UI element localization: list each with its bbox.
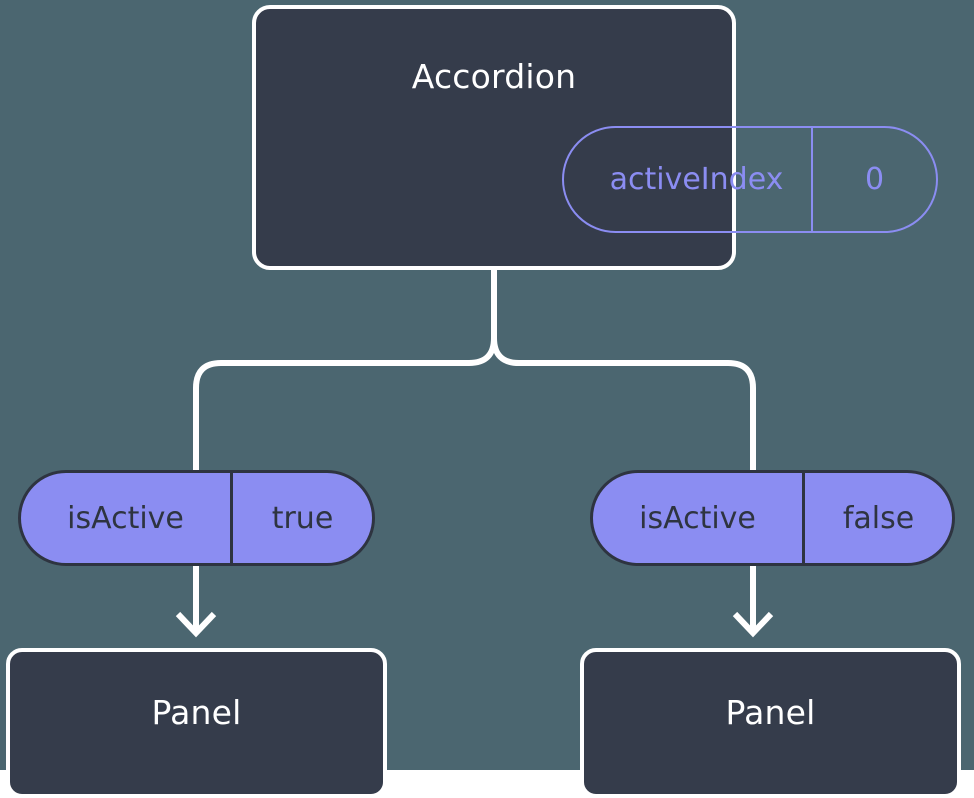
node-panel-right[interactable]: Panel bbox=[580, 648, 961, 798]
prop-pill-is-active-true[interactable]: isActive true bbox=[18, 470, 375, 566]
state-pill-active-index-value: 0 bbox=[864, 162, 885, 197]
node-accordion[interactable]: Accordion activeIndex 0 bbox=[252, 5, 938, 270]
prop-pill-is-active-true-value: true bbox=[271, 500, 334, 536]
prop-pill-is-active-false-value: false bbox=[842, 500, 915, 536]
node-panel-left[interactable]: Panel bbox=[6, 648, 387, 798]
state-pill-active-index-key: activeIndex bbox=[564, 128, 813, 231]
node-panel-left-label: Panel bbox=[151, 693, 242, 732]
prop-pill-is-active-false[interactable]: isActive false bbox=[590, 470, 955, 566]
prop-pill-is-active-true-key: isActive bbox=[21, 473, 233, 563]
prop-pill-is-active-false-key: isActive bbox=[593, 473, 805, 563]
arrowhead-right-icon bbox=[732, 611, 774, 638]
edge-branch-left bbox=[193, 337, 497, 470]
state-pill-active-index[interactable]: activeIndex 0 bbox=[562, 126, 938, 233]
arrowhead-left-icon bbox=[175, 611, 217, 638]
edge-branch-right bbox=[491, 337, 756, 470]
node-panel-right-label: Panel bbox=[725, 693, 816, 732]
node-accordion-label: Accordion bbox=[411, 57, 577, 96]
